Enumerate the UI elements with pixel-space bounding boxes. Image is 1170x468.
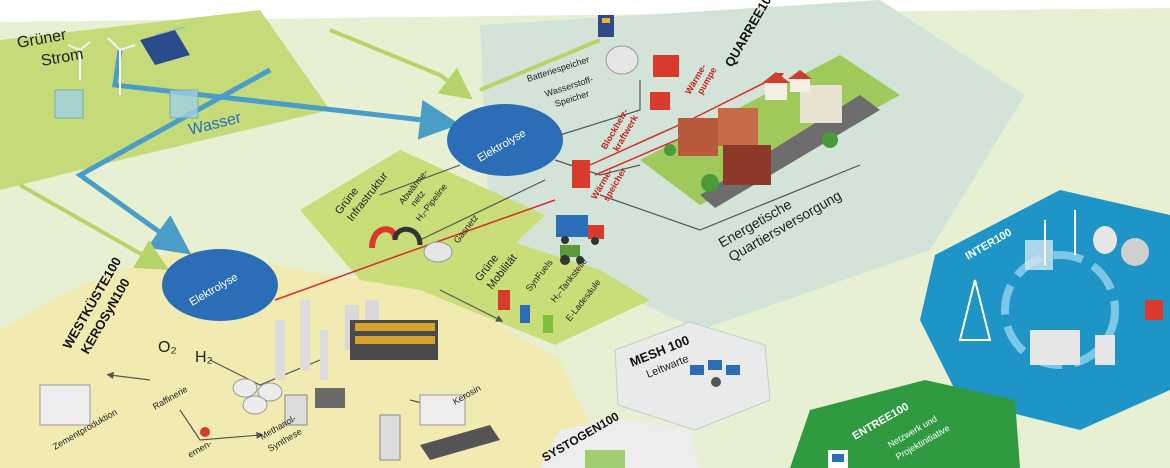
connector-storage	[559, 80, 641, 136]
red-h2-line	[274, 199, 556, 301]
power-arrow-quarree	[479, 38, 601, 92]
solar-panel-icon	[140, 26, 190, 65]
entree-hex	[790, 380, 1020, 468]
inter-illustration	[958, 210, 1163, 369]
tractor-icon	[560, 245, 584, 265]
water-arrow-top	[112, 49, 460, 140]
fuel-pump-icon	[498, 290, 553, 333]
h2-label: H₂	[195, 349, 213, 366]
wind-turbine-icon	[67, 37, 136, 95]
o2-label: O₂	[158, 339, 177, 356]
connector-infra	[379, 164, 461, 196]
power-arrow-top	[329, 28, 473, 100]
systogen-hex	[540, 418, 700, 468]
mesh-hex	[614, 321, 771, 431]
quarree-equipment	[572, 15, 679, 188]
connector-methanol	[179, 409, 264, 441]
quarter-illustration	[640, 55, 900, 208]
connector-quarter	[599, 164, 861, 231]
green-power-panel	[0, 10, 330, 190]
power-arrow-bottom	[19, 183, 169, 270]
connector-gas	[419, 179, 546, 241]
connector-heat	[554, 159, 641, 176]
systogen-illustration	[585, 450, 625, 468]
water-tank-icon	[54, 89, 199, 119]
electrolysis-bottom-circle	[162, 249, 278, 321]
connector-cement	[106, 371, 151, 381]
entree-illustration	[828, 450, 848, 468]
pipeline-icon	[369, 226, 453, 263]
electrolysis-top-circle	[447, 104, 563, 176]
truck-icon	[556, 215, 604, 245]
connector-mobility	[439, 289, 504, 322]
water-arrow-bottom	[75, 67, 272, 255]
refinery-illustration	[39, 300, 500, 461]
mobility-panel	[420, 238, 650, 345]
control-room-icon	[690, 360, 740, 387]
